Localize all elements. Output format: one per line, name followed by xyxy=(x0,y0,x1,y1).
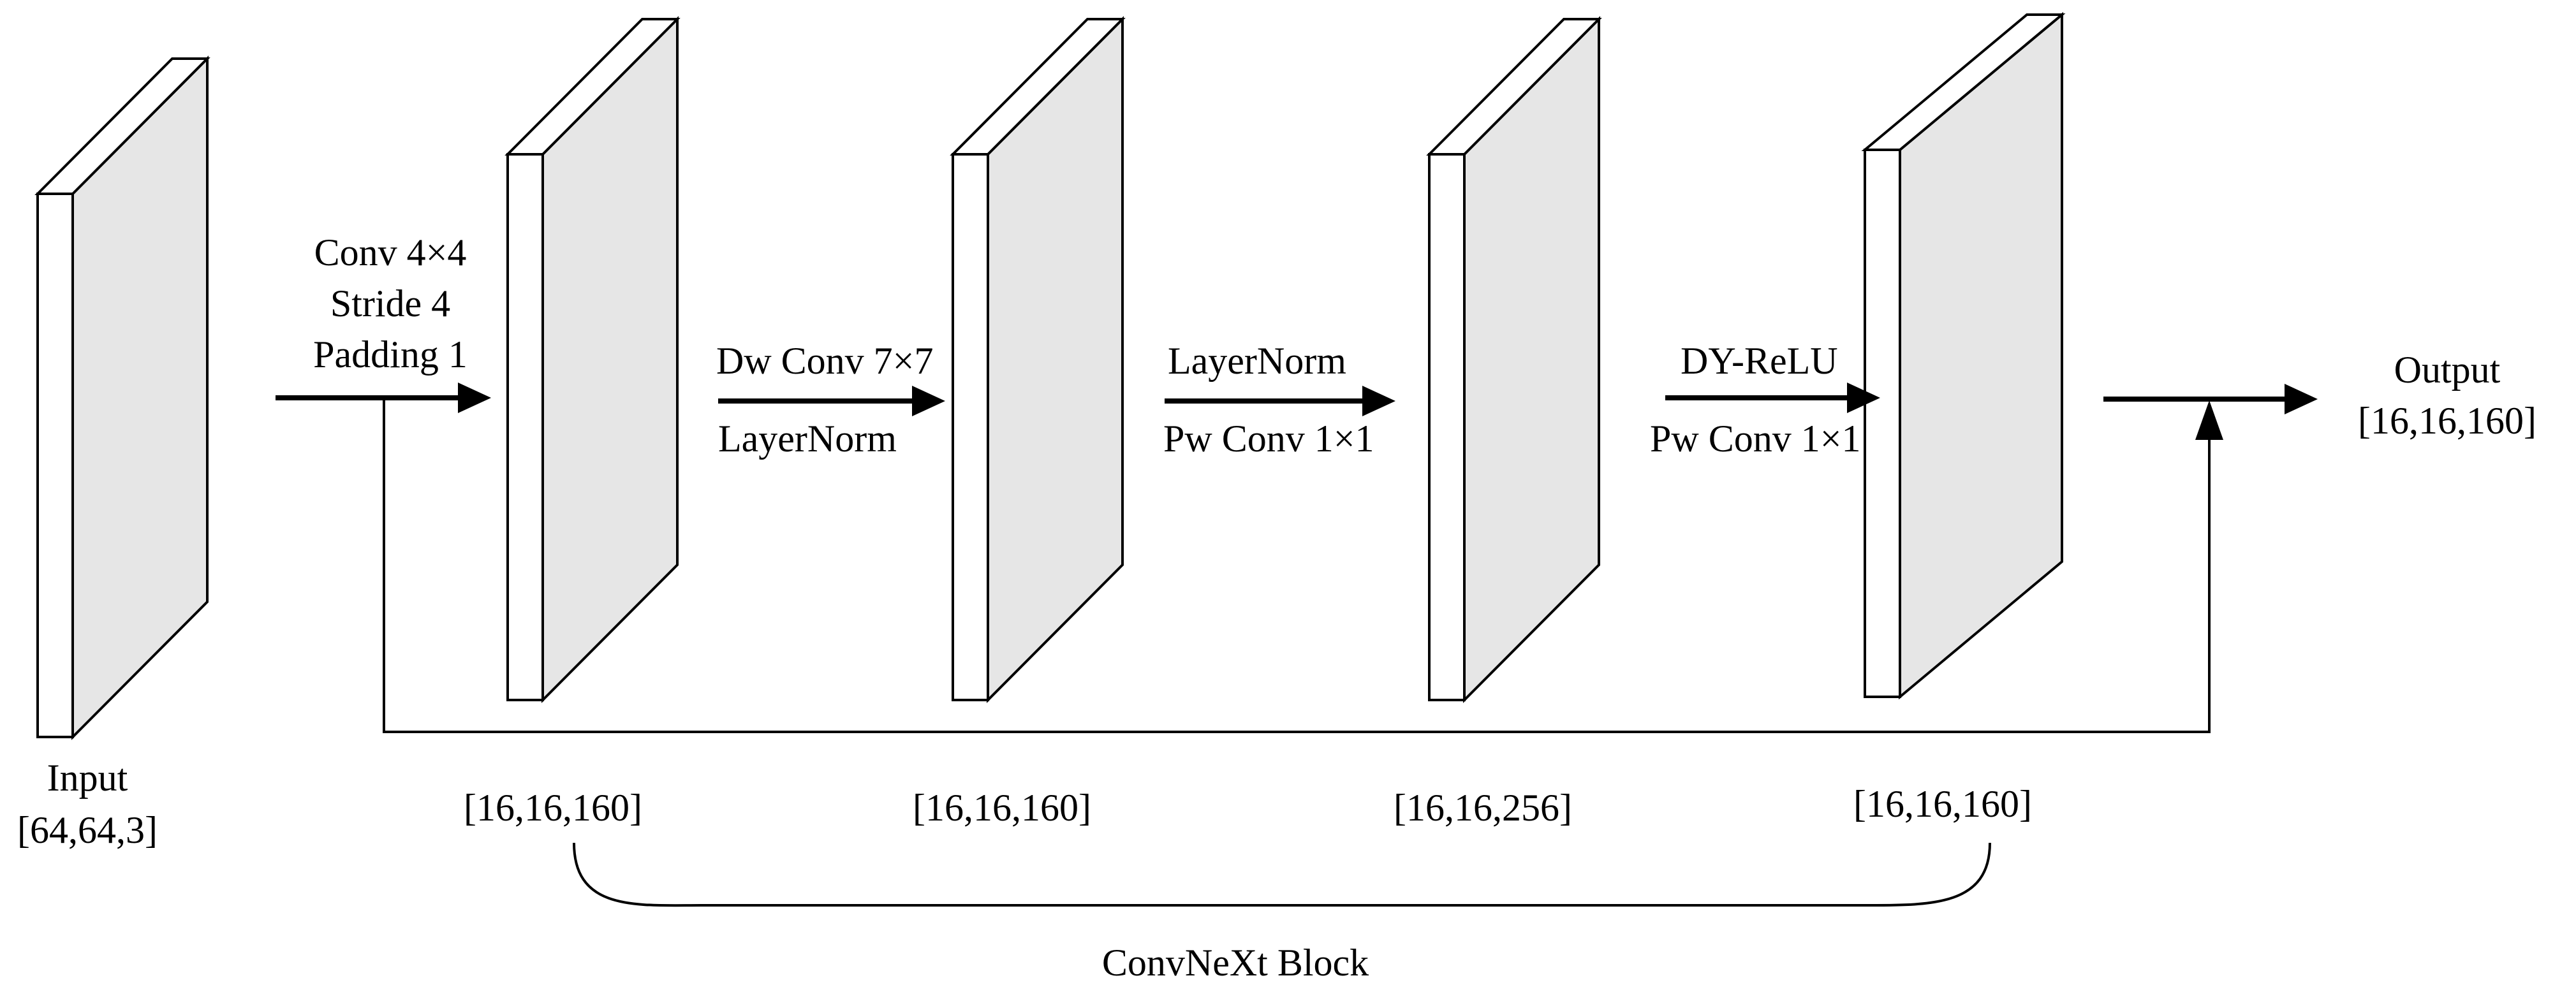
op2-label-top: LayerNorm xyxy=(1168,340,1346,382)
feature-block-1 xyxy=(504,16,681,703)
op-arrow-1 xyxy=(718,386,945,416)
op2-label-bottom: Pw Conv 1×1 xyxy=(1163,418,1374,460)
block-label: ConvNeXt Block xyxy=(1102,942,1369,984)
op1-label-top: Dw Conv 7×7 xyxy=(716,340,934,382)
feature-shape-4: [16,16,160] xyxy=(1853,783,2032,825)
stem-label-line1: Conv 4×4 xyxy=(314,231,467,274)
op3-label-top: DY-ReLU xyxy=(1681,340,1838,382)
output-shape: [16,16,160] xyxy=(2358,400,2536,442)
stem-label-line3: Padding 1 xyxy=(313,333,467,376)
feature-block-3 xyxy=(1426,16,1602,703)
op1-label-bottom: LayerNorm xyxy=(718,418,897,460)
residual-connection xyxy=(383,398,2223,733)
output-arrow xyxy=(2103,384,2318,414)
feature-block-4 xyxy=(1861,11,2066,700)
input-label: Input xyxy=(47,757,128,799)
feature-shape-2: [16,16,160] xyxy=(913,787,1091,829)
input-shape: [64,64,3] xyxy=(17,809,158,851)
op-arrow-3 xyxy=(1665,383,1880,413)
feature-shape-1: [16,16,160] xyxy=(464,787,642,829)
input-feature-block xyxy=(34,55,210,740)
feature-block-2 xyxy=(950,16,1126,703)
op3-label-bottom: Pw Conv 1×1 xyxy=(1650,418,1861,460)
op-arrow-2 xyxy=(1165,386,1395,416)
output-label: Output xyxy=(2394,349,2501,391)
stem-arrow xyxy=(276,383,491,413)
stem-label-line2: Stride 4 xyxy=(330,282,450,325)
block-brace xyxy=(573,842,1991,907)
feature-shape-3: [16,16,256] xyxy=(1394,787,1572,829)
